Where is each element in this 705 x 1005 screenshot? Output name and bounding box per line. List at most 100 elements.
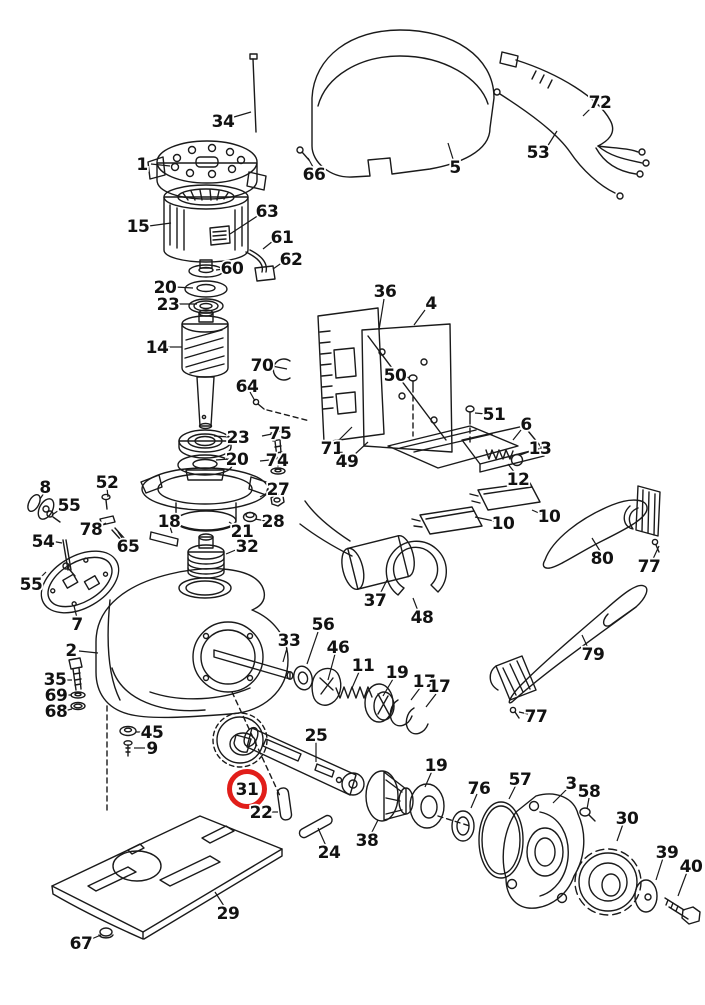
- shaft-part-33: [213, 649, 291, 680]
- leader-line-5: [447, 142, 454, 160]
- screw-part-77-upper: [651, 538, 660, 553]
- part-label-30: 30: [616, 809, 639, 829]
- screw-part-9: [123, 740, 133, 757]
- snap-ring-part-17-a: [389, 699, 413, 727]
- limit-switch-part-10-b: [411, 506, 483, 535]
- part-label-74: 74: [266, 451, 289, 471]
- leader-line-57: [508, 784, 517, 800]
- part-label-21: 21: [231, 522, 254, 542]
- circuit-board-part-36: [317, 307, 385, 443]
- screw-part-77-lower: [509, 706, 520, 719]
- leader-line-75: [261, 433, 273, 437]
- part-label-12: 12: [507, 470, 530, 490]
- leader-line-52: [106, 487, 109, 498]
- leader-line-48: [412, 597, 419, 612]
- pin-part-24: [298, 814, 333, 839]
- part-label-79: 79: [582, 645, 605, 665]
- part-label-49: 49: [336, 452, 359, 472]
- sprocket-part-30: [574, 848, 642, 916]
- part-label-61: 61: [271, 228, 294, 248]
- part-label-10: 10: [538, 507, 561, 527]
- washer-part-20-upper: [184, 280, 228, 298]
- leader-line-56: [306, 631, 319, 665]
- o-ring-part-57: [478, 801, 524, 879]
- limit-switch-part-10-a: [469, 482, 541, 511]
- part-label-58: 58: [578, 782, 601, 802]
- leader-line-77: [652, 545, 660, 560]
- part-label-35: 35: [44, 670, 67, 690]
- nut-part-28: [242, 511, 258, 523]
- part-label-1: 1: [136, 155, 147, 175]
- part-label-38: 38: [356, 831, 379, 851]
- leader-line-78: [97, 522, 107, 528]
- part-label-46: 46: [327, 638, 350, 658]
- leader-line-17: [410, 687, 421, 701]
- cover-plate-part-7: [40, 550, 120, 614]
- part-label-68: 68: [45, 702, 68, 722]
- alignment-dash-line: [437, 815, 471, 827]
- screw-part-52: [101, 493, 111, 510]
- clamp-part-48: [385, 540, 448, 596]
- leader-line-30: [616, 823, 624, 842]
- key-part-22: [276, 787, 293, 821]
- leader-line-51: [474, 412, 487, 415]
- leader-line-66: [307, 157, 314, 168]
- washer-part-39: [634, 879, 658, 913]
- part-label-75: 75: [269, 424, 292, 444]
- part-label-50: 50: [384, 366, 407, 386]
- nut-part-67: [98, 927, 114, 939]
- part-label-17: 17: [428, 677, 451, 697]
- ring-part-68: [70, 701, 86, 711]
- leader-line-12: [507, 463, 516, 474]
- coupling-part-46: [311, 667, 342, 706]
- guard-part-79: [489, 584, 648, 704]
- leader-line-28: [254, 518, 267, 522]
- motor-body-part: [163, 184, 249, 269]
- spring-part-13: [485, 449, 524, 467]
- part-label-52: 52: [96, 473, 119, 493]
- wire-harness-72: [499, 51, 650, 178]
- leader-line-63: [229, 214, 260, 235]
- part-label-54: 54: [32, 532, 55, 552]
- armature-part-14: [181, 309, 229, 430]
- wire-part-61: [245, 249, 276, 282]
- washer-part-69: [70, 691, 86, 699]
- motor-cap-part: [147, 140, 267, 200]
- leader-line-80: [591, 537, 601, 552]
- part-label-13: 13: [529, 439, 552, 459]
- spring-part-11: [335, 686, 373, 699]
- screw-part-66: [296, 146, 310, 161]
- part-label-25: 25: [305, 726, 328, 746]
- part-label-37: 37: [364, 591, 387, 611]
- roller-part-19-upper: [364, 683, 395, 723]
- part-label-27: 27: [267, 480, 290, 500]
- part-label-36: 36: [374, 282, 397, 302]
- leader-line-2: [78, 650, 99, 654]
- part-label-78: 78: [80, 520, 103, 540]
- bolt-part-40: [664, 897, 701, 925]
- leader-line-79: [581, 634, 589, 649]
- coupler-part-38: [365, 770, 414, 822]
- nut-part-27: [270, 493, 285, 507]
- bolt-part-35: [68, 657, 83, 691]
- leader-line-64: [249, 391, 256, 402]
- part-label-23: 23: [227, 428, 250, 448]
- part-label-15: 15: [127, 217, 150, 237]
- part-label-29: 29: [217, 904, 240, 924]
- leader-line-8: [39, 492, 45, 500]
- leader-line-60: [215, 268, 225, 271]
- gear-housing-part-2: [95, 567, 294, 719]
- pin-part-65: [111, 527, 125, 541]
- part-label-77: 77: [525, 707, 548, 727]
- leader-lines: [37, 106, 688, 941]
- leader-line-20: [174, 286, 194, 289]
- leader-line-15: [148, 222, 172, 227]
- bearing-part-23-lower: [178, 429, 232, 459]
- part-label-63: 63: [256, 202, 279, 222]
- connector-part-62: [254, 265, 276, 282]
- leader-line-68: [63, 708, 73, 712]
- leader-line-33: [282, 647, 288, 663]
